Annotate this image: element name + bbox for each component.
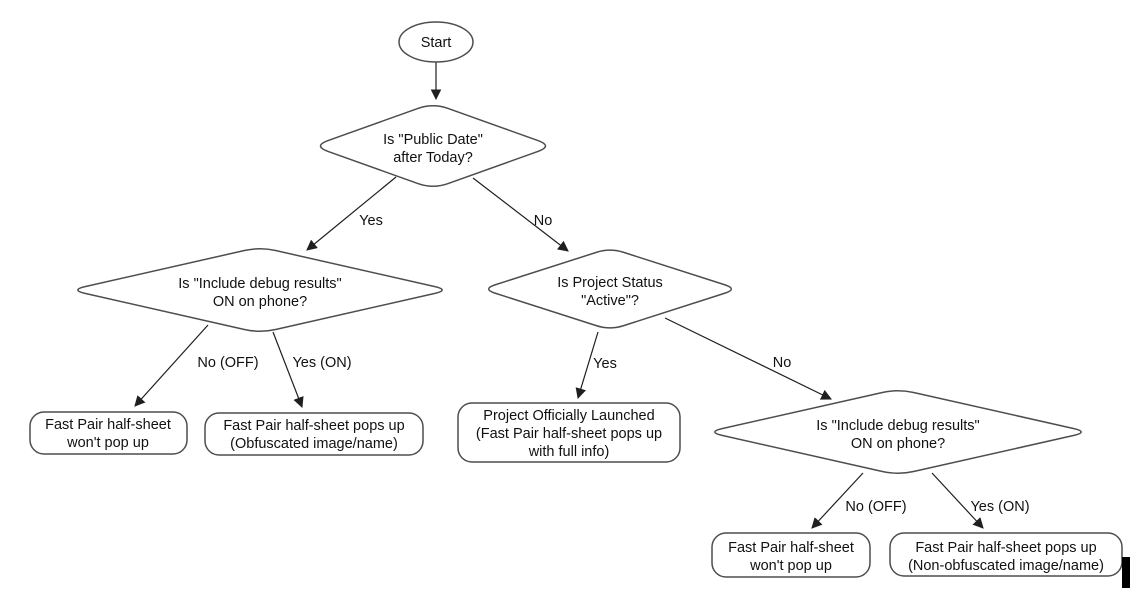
decision-debug-right-diamond [714,390,1082,474]
result-non-obfuscated-popup: Fast Pair half-sheet pops up (Non-obfusc… [889,532,1123,577]
text-cursor-artifact [1122,557,1130,588]
edge-label-debug-right-yes: Yes (ON) [970,499,1029,515]
decision-debug-right-line2: ON on phone? [851,436,945,452]
result-no-popup-right-line1: Fast Pair half-sheet [728,540,854,556]
edge-label-public-date-yes: Yes [359,213,383,229]
result-obfuscated-popup-line1: Fast Pair half-sheet pops up [223,418,404,434]
result-non-obfuscated-popup-line1: Fast Pair half-sheet pops up [915,540,1096,556]
result-non-obfuscated-popup-box [889,532,1123,577]
result-no-popup-right-box [711,532,871,578]
decision-project-status-line1: Is Project Status [557,275,663,291]
decision-project-status: Is Project Status "Active"? [487,249,733,329]
result-no-popup-left-box [29,411,188,455]
arrow-status-no [664,317,832,400]
result-no-popup-left: Fast Pair half-sheet won't pop up [29,411,188,455]
decision-debug-left-diamond [77,248,443,332]
decision-public-date-line2: after Today? [393,150,473,166]
start-node: Start [398,21,474,63]
flowchart-edges [134,62,984,529]
arrow-debug-right-no [811,472,864,529]
decision-debug-left-line2: ON on phone? [213,294,307,310]
decision-public-date-diamond [319,104,547,188]
arrow-status-yes [575,331,599,400]
decision-debug-right-line1: Is "Include debug results" [816,418,979,434]
result-obfuscated-popup-line2: (Obfuscated image/name) [230,436,398,452]
edge-label-debug-left-no: No (OFF) [197,355,258,371]
start-ellipse [398,21,474,63]
result-obfuscated-popup: Fast Pair half-sheet pops up (Obfuscated… [204,412,424,456]
result-no-popup-right: Fast Pair half-sheet won't pop up [711,532,871,578]
decision-debug-left: Is "Include debug results" ON on phone? [77,248,443,332]
edge-label-status-yes: Yes [593,356,617,372]
edge-label-debug-right-no: No (OFF) [845,499,906,515]
flowchart-edge-labels: Yes No No (OFF) Yes (ON) Yes No No (OFF)… [197,213,1029,515]
decision-public-date-line1: Is "Public Date" [383,132,483,148]
result-no-popup-left-line1: Fast Pair half-sheet [45,417,171,433]
result-project-launched: Project Officially Launched (Fast Pair h… [457,402,681,463]
edge-label-status-no: No [773,355,792,371]
decision-project-status-diamond [487,249,733,329]
result-obfuscated-popup-box [204,412,424,456]
decision-debug-left-line1: Is "Include debug results" [178,276,341,292]
result-no-popup-right-line2: won't pop up [749,558,832,574]
arrow-debug-left-yes [272,331,304,409]
start-label: Start [421,35,452,51]
arrow-public-date-yes [306,176,397,251]
arrow-debug-left-no [134,324,209,407]
result-project-launched-line3: with full info) [528,444,610,460]
decision-debug-right: Is "Include debug results" ON on phone? [714,390,1082,474]
edge-label-public-date-no: No [534,213,553,229]
result-no-popup-left-line2: won't pop up [66,435,149,451]
result-project-launched-line1: Project Officially Launched [483,408,654,424]
decision-public-date: Is "Public Date" after Today? [319,104,547,188]
decision-project-status-line2: "Active"? [581,293,639,309]
arrow-debug-right-yes [931,472,984,529]
edge-label-debug-left-yes: Yes (ON) [292,355,351,371]
result-project-launched-line2: (Fast Pair half-sheet pops up [476,426,662,442]
result-project-launched-box [457,402,681,463]
arrow-public-date-no [472,177,569,252]
result-non-obfuscated-popup-line2: (Non-obfuscated image/name) [908,558,1104,574]
